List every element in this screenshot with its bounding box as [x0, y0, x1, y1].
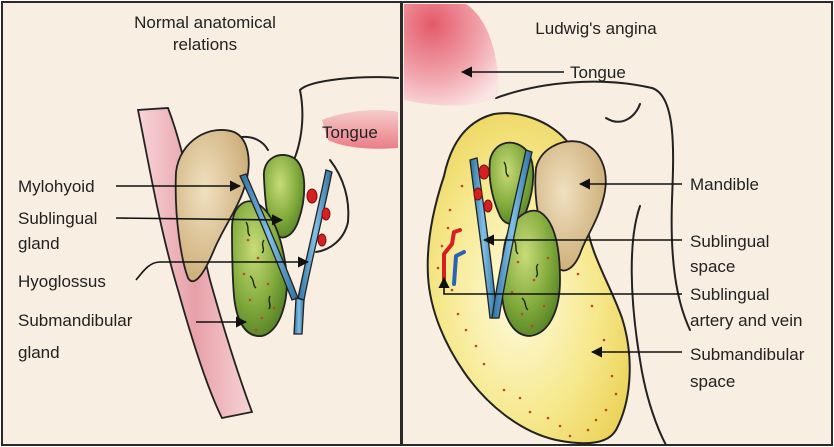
label-submandibular-space-line2: space [690, 372, 735, 391]
label-hyoglossus: Hyoglossus [18, 272, 106, 291]
right-panel-title: Ludwig's angina [535, 19, 657, 38]
label-tongue-right: Tongue [570, 63, 626, 82]
label-sublingual-gland-line2: gland [18, 234, 60, 253]
label-sublingual-space-line2: space [690, 257, 735, 276]
label-sublingual-space-line1: Sublingual [690, 232, 769, 251]
label-submandibular-space-line1: Submandibular [690, 345, 805, 364]
label-sublingual-gland-line1: Sublingual [18, 209, 97, 228]
label-mylohyoid: Mylohyoid [18, 177, 95, 196]
label-submandibular-gland-line1: Submandibular [18, 311, 133, 330]
left-panel-title-line1: Normal anatomical [134, 13, 276, 32]
hyoid-stem-left [294, 298, 304, 334]
label-submandibular-gland-line2: gland [18, 343, 60, 362]
label-artery-line1: Sublingual [690, 285, 769, 304]
left-panel-title-line2: relations [173, 35, 237, 54]
label-artery-line2: artery and vein [690, 311, 802, 330]
label-mandible: Mandible [690, 175, 759, 194]
label-tongue-left: Tongue [322, 123, 378, 142]
